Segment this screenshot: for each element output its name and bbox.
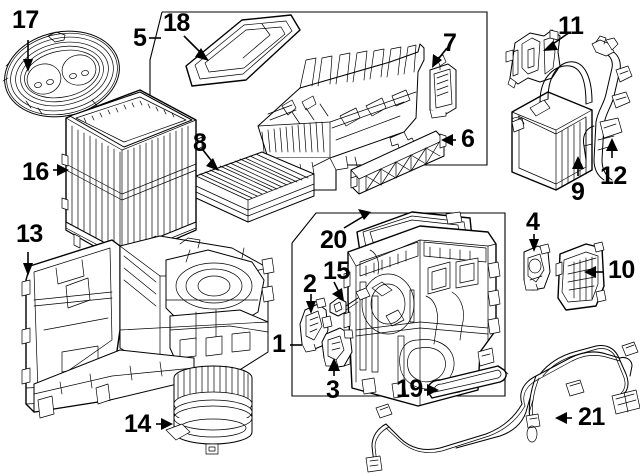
- callout-13: 13: [16, 220, 43, 248]
- callout-1: 1: [272, 330, 286, 358]
- part-13-blower-lower-case: [21, 235, 275, 419]
- callout-19: 19: [396, 375, 423, 403]
- callout-18: 18: [163, 9, 190, 37]
- part-16-evaporator-core: [61, 89, 203, 265]
- callout-4: 4: [526, 208, 540, 236]
- part-17-blower-inlet-duct-seal: [2, 30, 120, 118]
- part-11-pipe-bracket-insulator: [505, 29, 561, 89]
- part-15-actuator-linkage-rod: [329, 287, 371, 317]
- part-21-hvac-wiring-harness: [365, 341, 640, 473]
- callout-15: 15: [323, 257, 350, 285]
- callout-20: 20: [320, 226, 347, 254]
- callout-16: 16: [22, 158, 49, 186]
- group-box-5: [149, 11, 488, 191]
- group-box-1: [291, 212, 506, 397]
- part-4-air-inlet-actuator: [523, 243, 551, 291]
- part-8-cabin-air-filter: [195, 151, 315, 223]
- callout-3: 3: [326, 376, 340, 404]
- callout-14: 14: [124, 410, 151, 438]
- callout-7: 7: [443, 29, 457, 57]
- callout-17: 17: [12, 6, 39, 34]
- part-10-case-side-cover: [555, 241, 607, 311]
- part-7-blower-motor-resistor: [429, 54, 457, 119]
- leader-lines: [23, 31, 618, 430]
- callout-9: 9: [571, 178, 585, 206]
- callout-11: 11: [558, 12, 584, 40]
- part-9-heater-core: [511, 61, 593, 191]
- callout-6: 6: [461, 125, 475, 153]
- part-18-air-inlet-duct-seal: [185, 14, 301, 87]
- callout-21: 21: [578, 403, 605, 431]
- callout-5: 5: [133, 24, 147, 52]
- part-1-hvac-case-assembly: [343, 225, 501, 407]
- callout-8: 8: [193, 129, 207, 157]
- callout-2: 2: [303, 270, 317, 298]
- part-14-blower-motor-wheel: [165, 365, 253, 455]
- callout-10: 10: [608, 256, 635, 284]
- part-6-air-filter-grille: [350, 130, 447, 195]
- callout-12: 12: [600, 162, 627, 190]
